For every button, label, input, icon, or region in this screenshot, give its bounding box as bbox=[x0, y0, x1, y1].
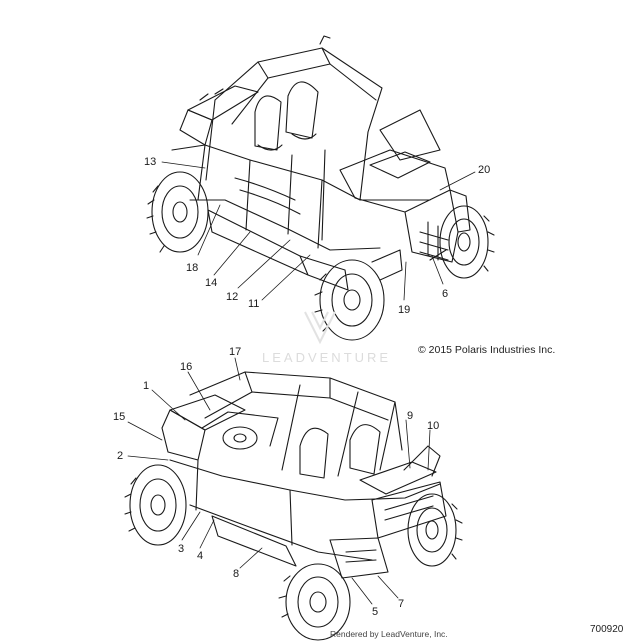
copyright-text: © 2015 Polaris Industries Inc. bbox=[418, 344, 556, 356]
callout-15: 15 bbox=[113, 411, 126, 423]
watermark-text: LEADVENTURE bbox=[262, 350, 392, 365]
callout-18: 18 bbox=[186, 262, 199, 274]
callout-11: 11 bbox=[248, 298, 260, 310]
callout-10: 10 bbox=[427, 420, 440, 432]
callout-3: 3 bbox=[178, 543, 185, 555]
callout-20: 20 bbox=[478, 164, 491, 176]
document-number: 700920 bbox=[590, 624, 624, 635]
callout-4: 4 bbox=[197, 550, 204, 562]
callout-2: 2 bbox=[117, 450, 124, 462]
callout-7: 7 bbox=[398, 598, 405, 610]
callout-8: 8 bbox=[233, 568, 240, 580]
rendered-by-text: Rendered by LeadVenture, Inc. bbox=[330, 629, 448, 639]
callout-9: 9 bbox=[407, 410, 414, 422]
callout-16: 16 bbox=[180, 361, 193, 373]
callout-14: 14 bbox=[205, 277, 218, 289]
callout-6: 6 bbox=[442, 288, 449, 300]
callout-19: 19 bbox=[398, 304, 411, 316]
callout-17: 17 bbox=[229, 346, 242, 358]
callout-12: 12 bbox=[226, 291, 239, 303]
bottom-vehicle-drawing bbox=[124, 371, 463, 641]
callout-5: 5 bbox=[372, 606, 379, 618]
watermark-emblem-icon bbox=[304, 311, 336, 345]
top-vehicle-drawing bbox=[146, 35, 495, 341]
callout-13: 13 bbox=[144, 156, 157, 168]
leader-lines bbox=[127, 161, 476, 605]
callout-1: 1 bbox=[143, 380, 150, 392]
